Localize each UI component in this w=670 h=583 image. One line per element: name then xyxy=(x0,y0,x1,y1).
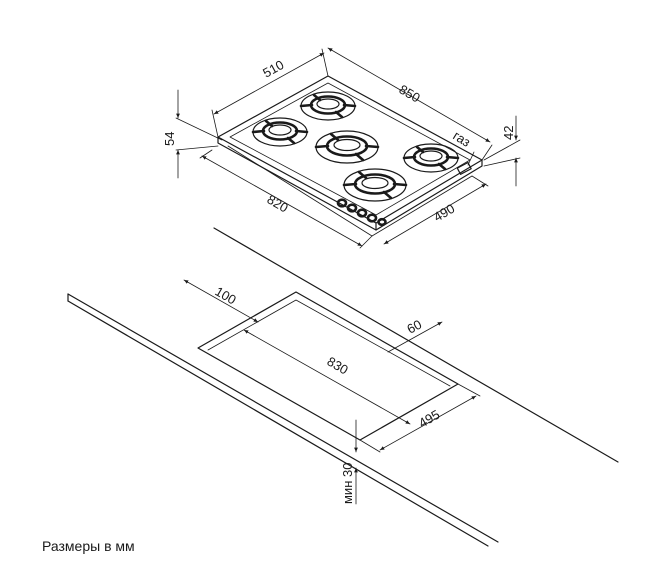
burner-back-icon xyxy=(299,90,357,122)
hob-base-depth-label: 490 xyxy=(431,201,457,225)
hob-depth-label: 510 xyxy=(260,57,286,81)
cutout-side-offset-label: 60 xyxy=(404,317,424,337)
countertop-back-edge xyxy=(213,227,619,463)
control-knobs xyxy=(336,198,387,227)
cutout-width-label: 830 xyxy=(325,354,351,378)
burner-right-icon xyxy=(402,142,460,174)
cutout-depth-label: 495 xyxy=(416,407,442,431)
gas-height-label: 42 xyxy=(501,126,516,140)
countertop-drawing: 100 60 830 495 мин 30 xyxy=(67,227,619,547)
hob-height-label: 54 xyxy=(162,132,177,146)
burner-front-icon xyxy=(342,167,408,203)
units-caption: Размеры в мм xyxy=(42,538,135,554)
min-thickness-label: мин 30 xyxy=(340,463,355,504)
gas-connection-icon xyxy=(456,151,475,175)
hob-drawing: 510 850 54 42 газ 820 490 xyxy=(162,47,521,249)
burner-center-icon xyxy=(314,129,380,165)
cutout-back-offset-label: 100 xyxy=(213,284,239,308)
burner-left-icon xyxy=(251,116,309,148)
gas-label: газ xyxy=(450,128,473,150)
hob-width-label: 850 xyxy=(397,82,423,106)
hob-base-width-label: 820 xyxy=(265,192,291,216)
